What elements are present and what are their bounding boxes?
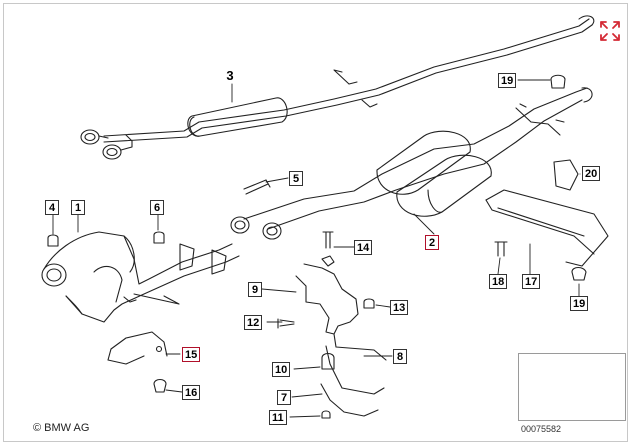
callout-19-bottom[interactable]: 19 (570, 296, 589, 311)
catalytic-converter-pipe (230, 87, 593, 240)
callout-6[interactable]: 6 (150, 200, 164, 215)
callout-18[interactable]: 18 (489, 274, 508, 289)
copyright-text: © BMW AG (33, 422, 90, 434)
callout-5[interactable]: 5 (289, 171, 303, 186)
diagram-frame: 3 2 1 4 6 5 14 9 12 13 8 10 7 11 15 16 1… (3, 3, 628, 442)
diagram-reference-number: 00075582 (521, 424, 562, 434)
leader-lines (52, 79, 581, 418)
callout-10[interactable]: 10 (272, 362, 291, 377)
callout-15[interactable]: 15 (182, 347, 201, 362)
callout-9[interactable]: 9 (248, 282, 262, 297)
rear-silencer-pipe (80, 15, 595, 160)
callout-4[interactable]: 4 (45, 200, 59, 215)
callout-1[interactable]: 1 (71, 200, 85, 215)
callout-16[interactable]: 16 (182, 385, 201, 400)
callout-3[interactable]: 3 (226, 68, 234, 83)
location-thumbnail-box (518, 353, 626, 421)
callout-11[interactable]: 11 (269, 410, 287, 425)
callout-7[interactable]: 7 (277, 390, 291, 405)
expand-arrows-icon[interactable] (599, 20, 621, 42)
callout-17[interactable]: 17 (522, 274, 541, 289)
exhaust-manifold (41, 231, 240, 323)
exhaust-system-diagram (41, 15, 619, 419)
callout-14[interactable]: 14 (354, 240, 373, 255)
callout-2[interactable]: 2 (425, 235, 439, 250)
callout-12[interactable]: 12 (244, 315, 263, 330)
callout-20[interactable]: 20 (582, 166, 601, 181)
callout-8[interactable]: 8 (393, 349, 407, 364)
hangers-and-brackets (47, 74, 609, 419)
callout-19-top[interactable]: 19 (498, 73, 517, 88)
callout-13[interactable]: 13 (390, 300, 409, 315)
